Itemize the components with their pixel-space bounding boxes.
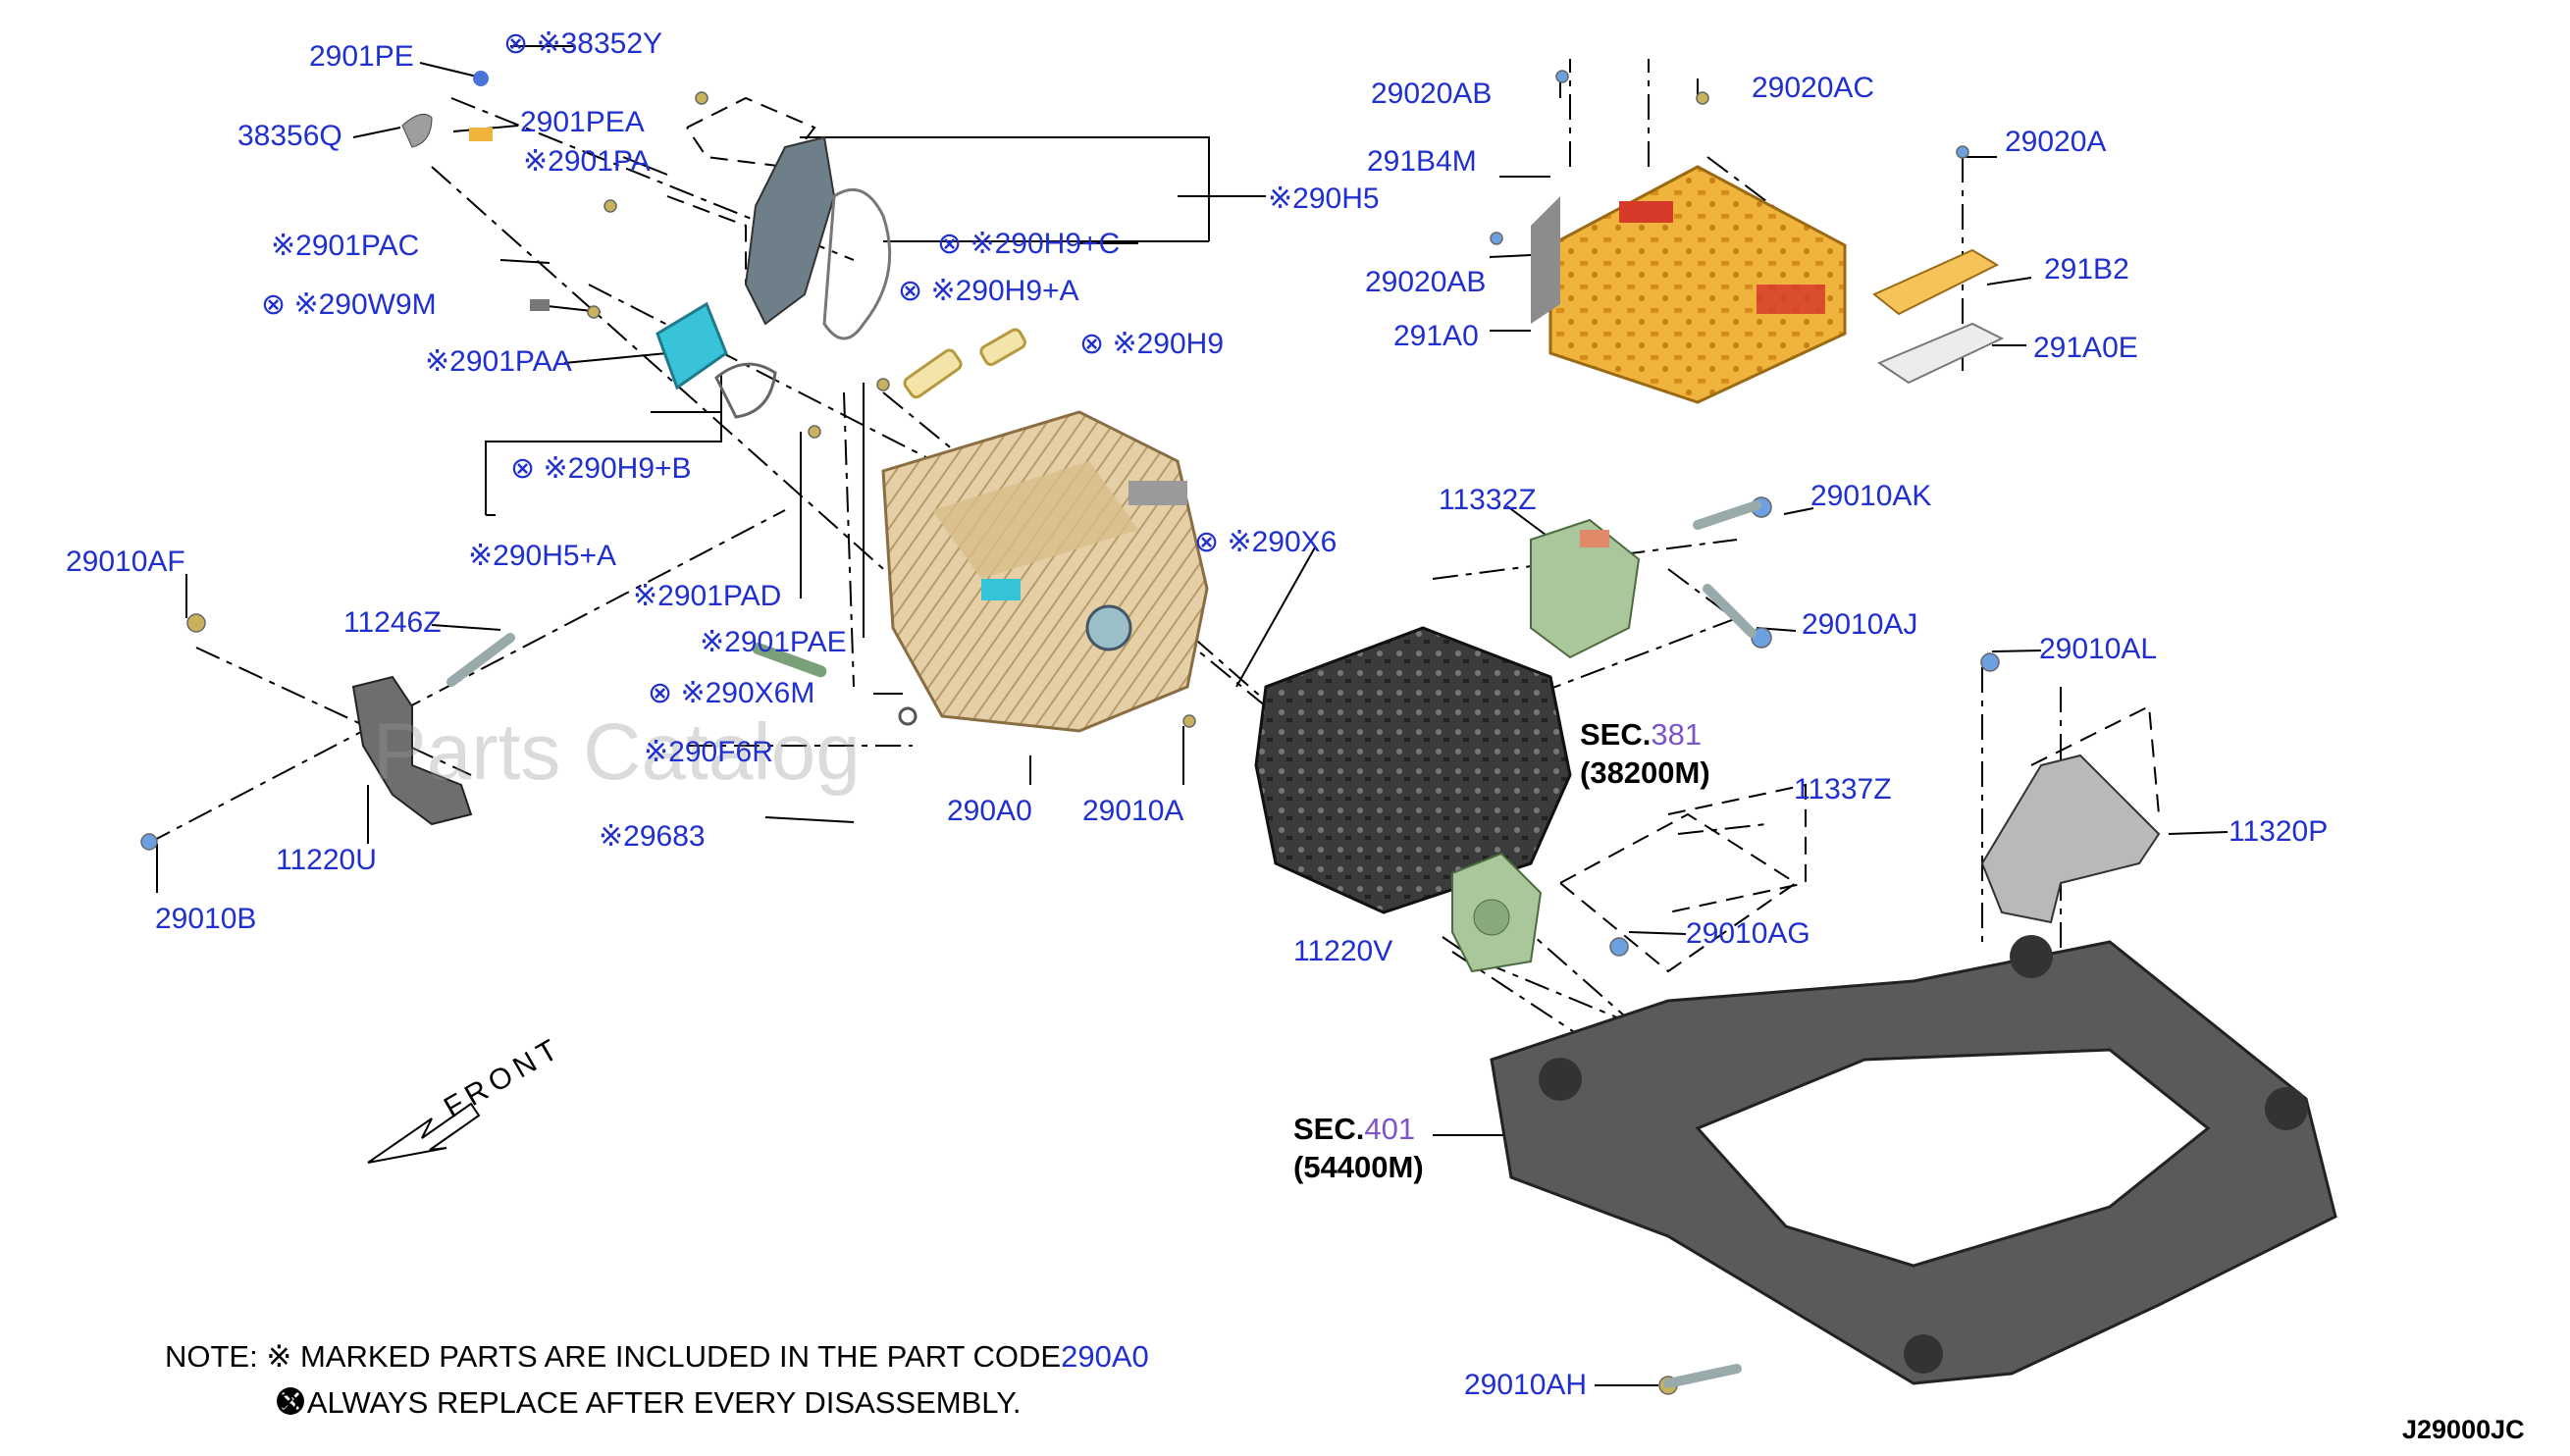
label-2901PAA[interactable]: ※2901PAA bbox=[425, 345, 572, 378]
label-29020AB-top[interactable]: 29020AB bbox=[1371, 78, 1493, 110]
label-29020A[interactable]: 29020A bbox=[2005, 126, 2107, 158]
section-prefix: SEC. bbox=[1293, 1112, 1365, 1146]
inverter-gaskets bbox=[1872, 248, 2005, 385]
note-text-2: ⊗ ALWAYS REPLACE AFTER EVERY DISASSEMBLY… bbox=[275, 1385, 1022, 1420]
label-11320P[interactable]: 11320P bbox=[2229, 815, 2329, 848]
inverter-unit bbox=[1531, 165, 1847, 404]
label-29010AG[interactable]: 29010AG bbox=[1686, 917, 1810, 950]
label-2901PEA[interactable]: 2901PEA bbox=[520, 106, 645, 138]
traction-motor bbox=[1254, 626, 1572, 914]
label-11220U[interactable]: 11220U bbox=[276, 844, 377, 876]
section-prefix: SEC. bbox=[1580, 717, 1652, 752]
label-290H9[interactable]: ⊗ ※290H9 bbox=[1079, 328, 1225, 360]
label-29010AL[interactable]: 29010AL bbox=[2039, 633, 2158, 665]
note-text-1: ※ MARKED PARTS ARE INCLUDED IN THE PART … bbox=[266, 1339, 1062, 1374]
label-38352Y[interactable]: ⊗ ※38352Y bbox=[503, 27, 663, 60]
label-2901PAD[interactable]: ※2901PAD bbox=[633, 580, 782, 612]
section-ref-401[interactable]: SEC.401 (54400M) bbox=[1293, 1111, 1424, 1187]
label-29020AC[interactable]: 29020AC bbox=[1752, 72, 1875, 104]
label-290H9B[interactable]: ⊗ ※290H9+B bbox=[510, 452, 692, 485]
disassembly-marker-icon bbox=[277, 1387, 304, 1415]
front-arrow-icon bbox=[367, 1102, 481, 1164]
right-mount bbox=[1980, 754, 2161, 924]
sensor-parts bbox=[401, 71, 918, 726]
label-29010AK[interactable]: 29010AK bbox=[1810, 480, 1932, 512]
transaxle-case bbox=[881, 410, 1209, 733]
label-290X6[interactable]: ⊗ ※290X6 bbox=[1194, 526, 1337, 558]
front-subframe bbox=[1490, 935, 2337, 1385]
label-29683[interactable]: ※29683 bbox=[599, 820, 706, 853]
note-prefix: NOTE: bbox=[165, 1339, 258, 1374]
label-29020AB-mid[interactable]: 29020AB bbox=[1365, 266, 1487, 298]
label-290W9M[interactable]: ⊗ ※290W9M bbox=[261, 288, 437, 321]
label-291B2[interactable]: 291B2 bbox=[2044, 253, 2129, 286]
note-line-1: NOTE: ※ MARKED PARTS ARE INCLUDED IN THE… bbox=[165, 1339, 1149, 1375]
front-label: FRONT bbox=[439, 1031, 568, 1124]
section-code: (54400M) bbox=[1293, 1149, 1424, 1184]
label-11337Z[interactable]: 11337Z bbox=[1794, 773, 1892, 806]
watermark: Parts Catalog bbox=[373, 707, 861, 797]
label-29010AJ[interactable]: 29010AJ bbox=[1802, 608, 1918, 641]
rear-cover bbox=[744, 135, 836, 326]
section-ref-381[interactable]: SEC.381 (38200M) bbox=[1580, 716, 1710, 793]
label-290A0[interactable]: 290A0 bbox=[947, 795, 1032, 827]
label-29010B[interactable]: 29010B bbox=[155, 903, 257, 935]
label-291A0[interactable]: 291A0 bbox=[1393, 320, 1479, 352]
section-number[interactable]: 401 bbox=[1364, 1112, 1416, 1146]
label-29010A[interactable]: 29010A bbox=[1082, 795, 1184, 827]
label-11220V[interactable]: 11220V bbox=[1293, 935, 1393, 967]
label-29010AH[interactable]: 29010AH bbox=[1464, 1369, 1588, 1401]
label-2901PAE[interactable]: ※2901PAE bbox=[700, 626, 847, 658]
label-11246Z[interactable]: 11246Z bbox=[343, 606, 442, 639]
label-38356Q[interactable]: 38356Q bbox=[237, 120, 342, 152]
left-mount bbox=[351, 675, 473, 826]
label-2901PAC[interactable]: ※2901PAC bbox=[271, 230, 420, 262]
bolt-shafts bbox=[446, 500, 1761, 1388]
note-line-2: ⊗ ALWAYS REPLACE AFTER EVERY DISASSEMBLY… bbox=[275, 1385, 1022, 1421]
note-part-code[interactable]: 290A0 bbox=[1061, 1339, 1149, 1374]
label-290X6M[interactable]: ⊗ ※290X6M bbox=[648, 677, 815, 709]
label-291A0E[interactable]: 291A0E bbox=[2033, 332, 2138, 364]
label-11332Z[interactable]: 11332Z bbox=[1439, 484, 1537, 516]
label-290H9C[interactable]: ⊗ ※290H9+C bbox=[937, 228, 1121, 260]
green-mounts bbox=[1451, 518, 1641, 973]
label-290H9A[interactable]: ⊗ ※290H9+A bbox=[898, 275, 1079, 307]
diagram-id: J29000JC bbox=[2402, 1415, 2525, 1444]
section-number[interactable]: 381 bbox=[1651, 717, 1703, 752]
label-290F6R[interactable]: ※290F6R bbox=[644, 736, 773, 768]
label-2901PE[interactable]: 2901PE bbox=[309, 40, 414, 73]
label-2901PA[interactable]: ※2901PA bbox=[523, 145, 651, 178]
label-290H5[interactable]: ※290H5 bbox=[1268, 182, 1380, 215]
gaskets bbox=[714, 187, 1026, 419]
bolts bbox=[140, 70, 2000, 1395]
label-291B4M[interactable]: 291B4M bbox=[1367, 145, 1477, 178]
section-code: (38200M) bbox=[1580, 754, 1710, 790]
oil-pump bbox=[656, 301, 728, 390]
label-29010AF[interactable]: 29010AF bbox=[66, 546, 185, 578]
label-290H5A[interactable]: ※290H5+A bbox=[468, 540, 617, 572]
